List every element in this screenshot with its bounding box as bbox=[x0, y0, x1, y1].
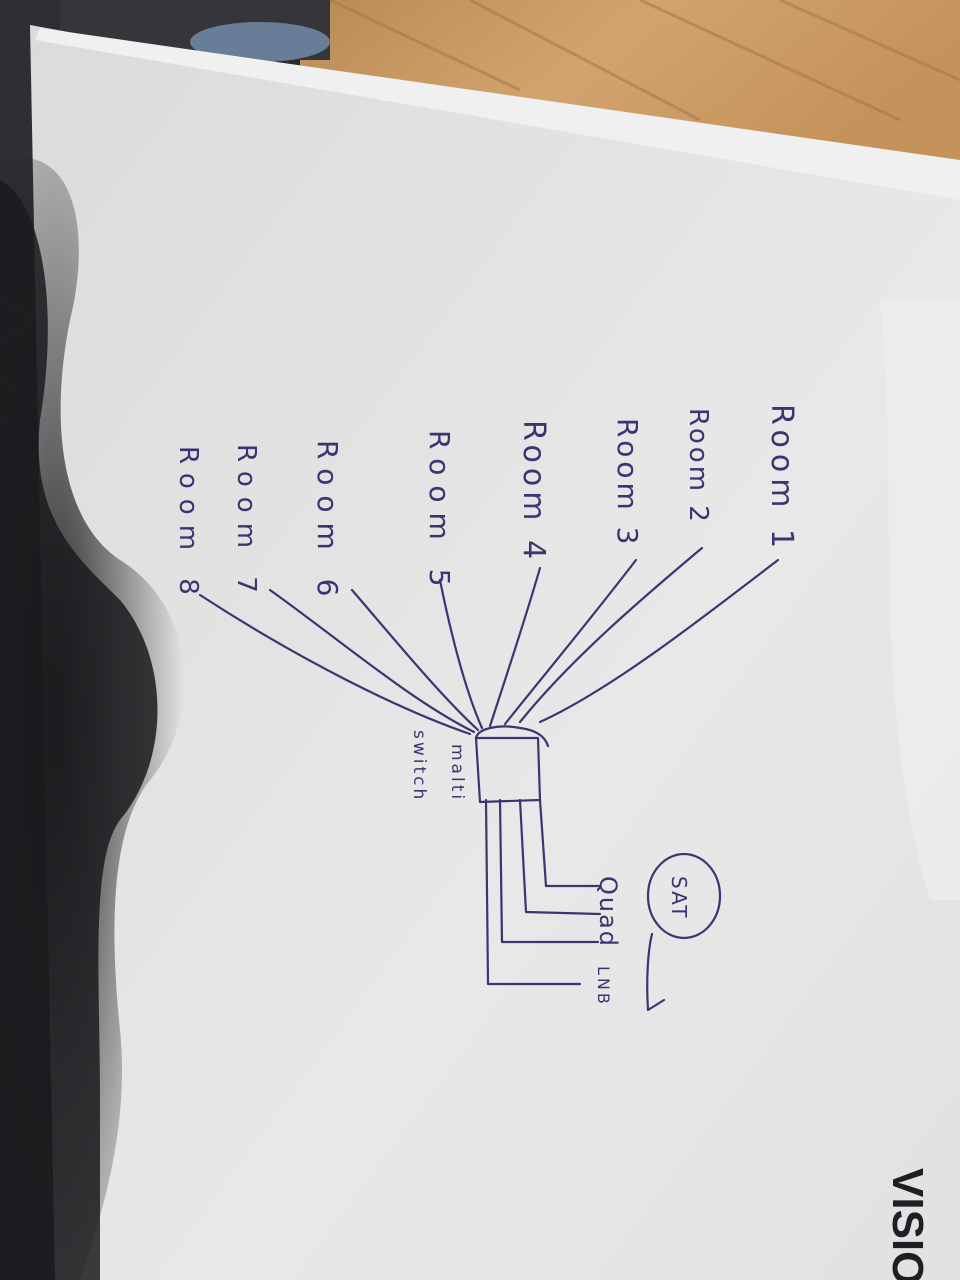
multiswitch-label-line2: switch bbox=[409, 730, 429, 802]
cable-room-7 bbox=[268, 588, 476, 734]
cable-room-5 bbox=[438, 578, 484, 730]
box-surface bbox=[30, 25, 960, 1280]
box-brand: VISIO bbox=[883, 1168, 932, 1280]
lnb-feed-cables bbox=[484, 798, 602, 986]
room-label-1: Room 1 bbox=[764, 404, 799, 554]
cable-room-4 bbox=[488, 566, 542, 728]
satellite: SAT bbox=[646, 852, 722, 1012]
room-label-7: Room 7 bbox=[231, 444, 261, 603]
cable-room-1 bbox=[538, 558, 780, 724]
hand-shadow bbox=[0, 157, 185, 1280]
room-label-8: Room 8 bbox=[173, 446, 203, 605]
cable-room-6 bbox=[350, 588, 480, 732]
lnb-label-line1: Quad bbox=[594, 876, 622, 948]
room-label-4: Room 4 bbox=[516, 420, 551, 564]
room-labels: Room 1 Room 2 Room 3 Room 4 Room 5 Room … bbox=[173, 404, 799, 606]
cable-room-3 bbox=[503, 558, 638, 726]
room-cables bbox=[198, 546, 780, 736]
cable-room-2 bbox=[518, 546, 704, 724]
cable-room-8 bbox=[198, 593, 472, 736]
lnb-label-line2: LNB bbox=[594, 966, 613, 1007]
lnb-feed-1 bbox=[538, 798, 602, 888]
room-label-5: Room 5 bbox=[423, 430, 456, 596]
satellite-arm bbox=[646, 932, 666, 1012]
satellite-label: SAT bbox=[667, 876, 691, 919]
lnb-feed-3 bbox=[498, 798, 600, 944]
lnb-feed-4 bbox=[484, 798, 582, 986]
wiring-diagram: Room 1 Room 2 Room 3 Room 4 Room 5 Room … bbox=[173, 404, 799, 1012]
quad-lnb: Quad LNB bbox=[594, 876, 622, 1007]
lnb-feed-2 bbox=[518, 798, 602, 916]
room-label-6: Room 6 bbox=[311, 440, 344, 606]
room-label-3: Room 3 bbox=[611, 418, 644, 548]
room-label-2: Room 2 bbox=[683, 408, 713, 525]
multiswitch-label-line1: malti bbox=[447, 744, 467, 802]
